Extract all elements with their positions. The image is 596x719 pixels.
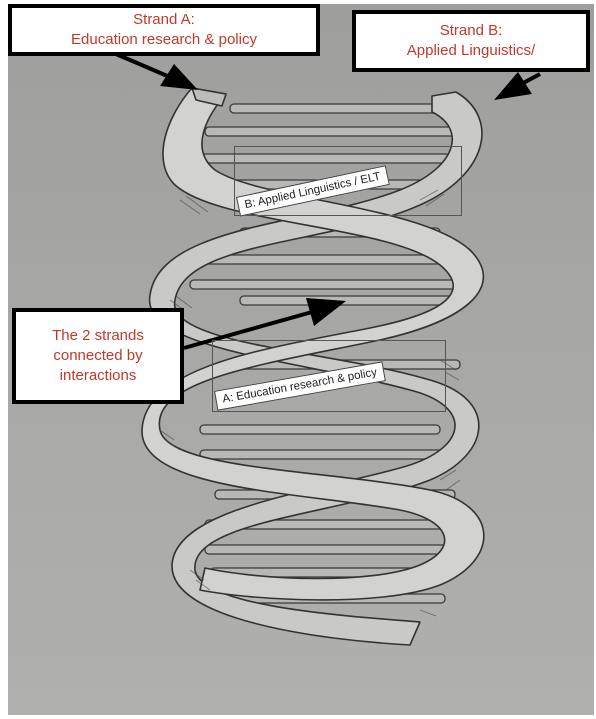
- connection-callout-line-3: interactions: [60, 366, 137, 386]
- rung: [205, 545, 475, 554]
- arrow-connection-head: [306, 298, 346, 326]
- connection-callout: The 2 strands connected by interactions: [12, 308, 184, 404]
- strand-b-callout-subtitle: Applied Linguistics/: [407, 41, 535, 61]
- strand-a-callout: Strand A: Education research & policy: [8, 4, 320, 56]
- rung: [240, 296, 470, 305]
- strand-a-callout-title: Strand A:: [133, 10, 195, 30]
- rung: [230, 104, 450, 113]
- rung: [200, 425, 440, 434]
- rung: [190, 280, 470, 289]
- rung: [205, 127, 465, 136]
- strand-b-callout: Strand B: Applied Linguistics/: [352, 10, 590, 72]
- arrow-strand-b-head: [494, 72, 532, 100]
- rung: [200, 450, 460, 459]
- connection-callout-line-2: connected by: [53, 346, 142, 366]
- connection-callout-line-1: The 2 strands: [52, 326, 144, 346]
- rung: [200, 255, 460, 264]
- strand-b-callout-title: Strand B:: [440, 21, 503, 41]
- strand-a-callout-subtitle: Education research & policy: [71, 30, 257, 50]
